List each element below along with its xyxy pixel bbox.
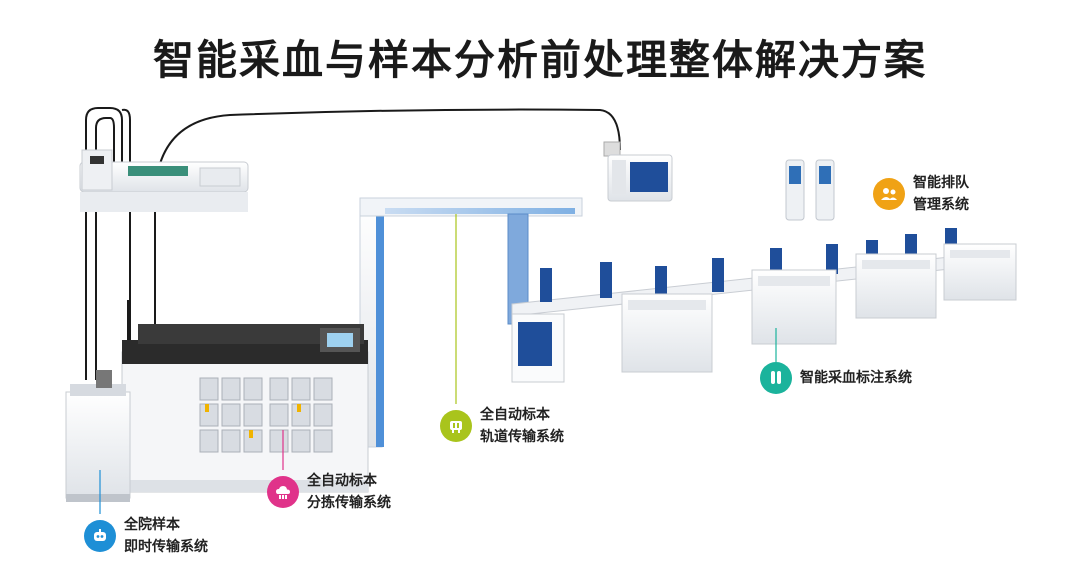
track-transport-icon [440, 410, 472, 442]
blood-collection-line1: 智能采血标注系统 [800, 370, 912, 386]
test-tube-icon [760, 362, 792, 394]
track-transport-line2: 轨道传输系统 [480, 429, 564, 445]
queue-kiosks [785, 159, 835, 221]
track-bridge [359, 197, 583, 448]
pneumatic-tube-lines [85, 107, 621, 380]
sorting-machine [121, 324, 369, 493]
label-sorting-transport-system: 全自动标本 分拣传输系统 [267, 470, 391, 514]
overhead-unit-right [603, 141, 673, 202]
pneumatic-station [65, 370, 131, 502]
label-blood-collection-system: 智能采血标注系统 [760, 362, 912, 394]
robot-icon [84, 520, 116, 552]
queue-system-line1: 智能排队 [913, 175, 969, 191]
hospital-transport-line2: 即时传输系统 [124, 539, 208, 555]
track-transport-line1: 全自动标本 [480, 407, 550, 423]
page-title: 智能采血与样本分析前处理整体解决方案 [153, 36, 927, 84]
label-track-transport-system: 全自动标本 轨道传输系统 [440, 404, 564, 448]
queue-people-icon [873, 178, 905, 210]
sorting-transport-line2: 分拣传输系统 [307, 495, 391, 511]
queue-system-line2: 管理系统 [913, 197, 969, 213]
hospital-transport-line1: 全院样本 [124, 517, 180, 533]
cloud-sort-icon [267, 476, 299, 508]
sorting-transport-line1: 全自动标本 [307, 473, 377, 489]
label-queue-system: 智能排队 管理系统 [873, 172, 969, 216]
label-hospital-transport-system: 全院样本 即时传输系统 [84, 514, 208, 558]
overhead-unit-left [79, 149, 249, 212]
blood-collection-line [511, 228, 1017, 383]
leader-lines [99, 214, 777, 514]
